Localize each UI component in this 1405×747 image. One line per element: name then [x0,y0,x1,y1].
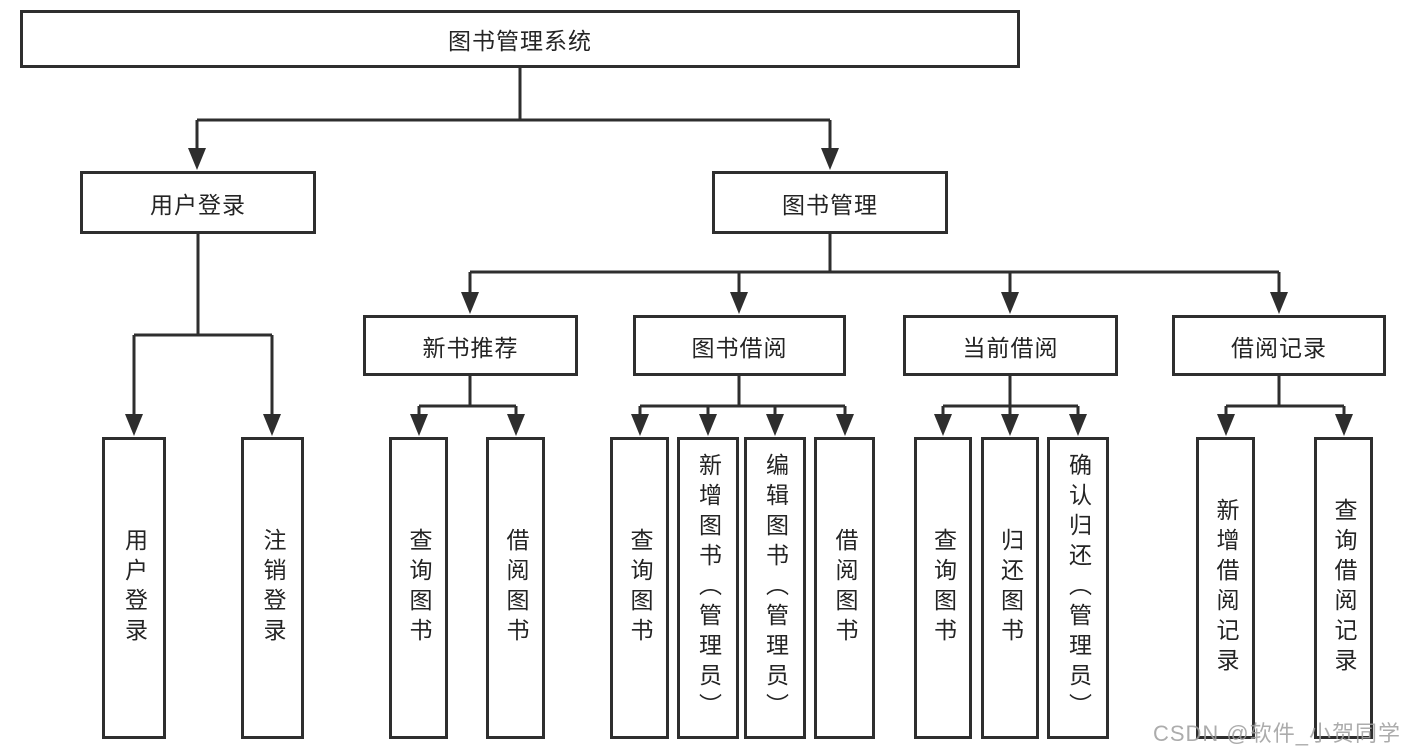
node-root-system: 图书管理系统 [20,10,1020,68]
leaf-user-login: 用户登录 [102,437,166,739]
leaf-borrow-books-borrowing: 借阅图书 [814,437,875,739]
leaf-confirm-return-admin: 确认归还（管理员） [1047,437,1109,739]
node-current-borrowing: 当前借阅 [903,315,1118,376]
node-book-borrowing: 图书借阅 [633,315,846,376]
node-borrowing-records: 借阅记录 [1172,315,1386,376]
leaf-query-books-recommend: 查询图书 [389,437,448,739]
leaf-query-books-borrowing: 查询图书 [610,437,669,739]
leaf-return-books: 归还图书 [981,437,1039,739]
node-book-management-branch: 图书管理 [712,171,948,234]
leaf-edit-books-admin: 编辑图书（管理员） [744,437,806,739]
node-user-login-branch: 用户登录 [80,171,316,234]
leaf-logout: 注销登录 [241,437,304,739]
leaf-query-borrow-record: 查询借阅记录 [1314,437,1373,739]
leaf-borrow-books-recommend: 借阅图书 [486,437,545,739]
leaf-add-borrow-record: 新增借阅记录 [1196,437,1255,739]
leaf-query-books-current: 查询图书 [914,437,972,739]
csdn-watermark: CSDN @软件_小贺同学 [1152,721,1401,746]
node-new-book-recommend: 新书推荐 [363,315,578,376]
leaf-add-books-admin: 新增图书（管理员） [677,437,739,739]
